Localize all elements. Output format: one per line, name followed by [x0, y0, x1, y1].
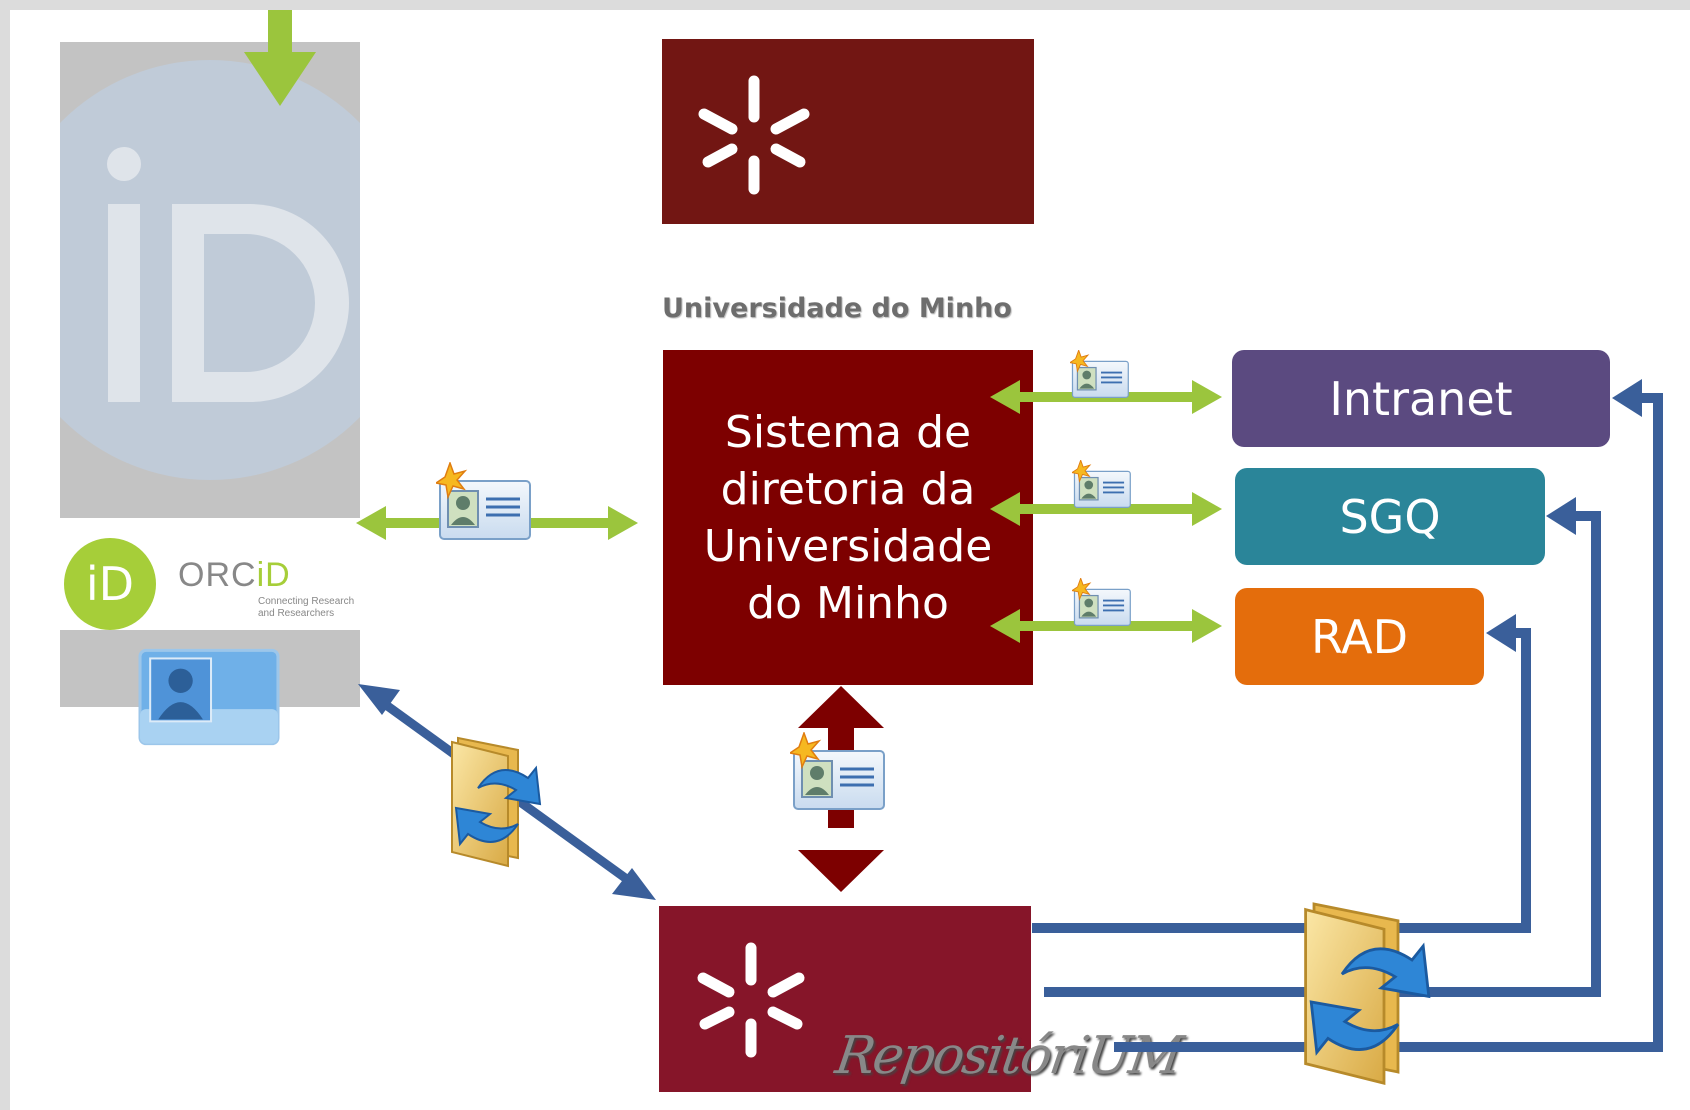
sgq-card-icon [1072, 460, 1132, 509]
slide: iD ORCiD Connecting Research and Researc… [0, 10, 1690, 1110]
rad-arrow [990, 609, 1222, 643]
sgq-box: SGQ [1235, 468, 1545, 565]
directory-system-label: Sistema de diretoria da Universidade do … [703, 406, 993, 629]
uminho-logo [662, 39, 1034, 224]
repository-star-icon [697, 942, 805, 1058]
directory-system-box: Sistema de diretoria da Universidade do … [663, 350, 1033, 685]
orcid-panel: iD ORCiD Connecting Research and Researc… [0, 42, 420, 707]
rad-label: RAD [1311, 609, 1408, 664]
university-caption: Universidade do Minho [662, 293, 1012, 324]
orcid-badge-icon: iD [64, 538, 156, 630]
orcid-card-icon [436, 462, 532, 541]
connectors-layer [138, 10, 1663, 1085]
orcid-header-block [0, 42, 420, 518]
rad-box: RAD [1235, 588, 1484, 685]
orcid-wordmark-id: iD [256, 556, 291, 594]
green-down-arrow-icon [244, 10, 316, 106]
orcid-wordmark: ORCiD [178, 556, 291, 595]
rad-card-icon [1072, 578, 1132, 627]
user-profile-card-icon [138, 648, 280, 746]
intranet-card-icon [1070, 350, 1130, 399]
repository-box [659, 906, 1031, 1092]
orcid-logo-band: iD ORCiD Connecting Research and Researc… [60, 518, 360, 630]
intranet-label: Intranet [1329, 371, 1513, 426]
sgq-label: SGQ [1339, 489, 1441, 544]
feed-arrowheads [1486, 379, 1642, 652]
orcid-large-logo-icon [0, 60, 420, 480]
uminho-star-icon [698, 75, 810, 195]
intranet-box: Intranet [1232, 350, 1610, 447]
orcid-badge-text: iD [85, 557, 135, 611]
orcid-wordmark-prefix: ORC [178, 556, 257, 594]
orcid-tagline: Connecting Research and Researchers [258, 596, 355, 619]
orcid-sync-folder-icon [451, 737, 541, 867]
sgq-arrow [990, 492, 1222, 526]
